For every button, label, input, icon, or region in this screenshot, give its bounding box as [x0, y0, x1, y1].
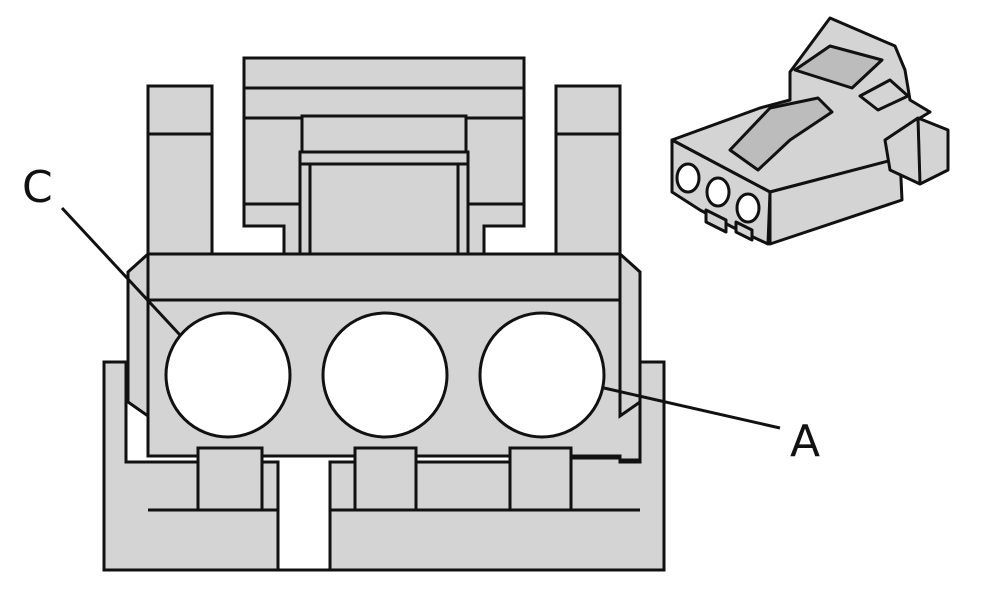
latch-right-shoulder [464, 202, 526, 256]
cavity-b [321, 311, 449, 439]
thumbnail-cavities [675, 162, 761, 224]
label-a: A [790, 416, 820, 467]
right-post [554, 84, 622, 256]
label-c: C [22, 162, 53, 213]
latch-left-shoulder [242, 202, 304, 256]
body-left-flare [126, 250, 150, 419]
cavity-a [478, 311, 606, 439]
leader-line-a [603, 386, 781, 430]
leader-line-c [60, 206, 182, 337]
body-right-flare [618, 250, 642, 419]
latch-tab-body [298, 150, 470, 256]
latch-tab-top [300, 114, 468, 154]
cavity-c [164, 311, 292, 439]
left-post [146, 84, 214, 256]
key-tab-right [508, 446, 573, 512]
key-tab-middle [353, 446, 418, 512]
connector-isometric-thumbnail [670, 16, 950, 246]
key-tab-left [196, 446, 264, 512]
